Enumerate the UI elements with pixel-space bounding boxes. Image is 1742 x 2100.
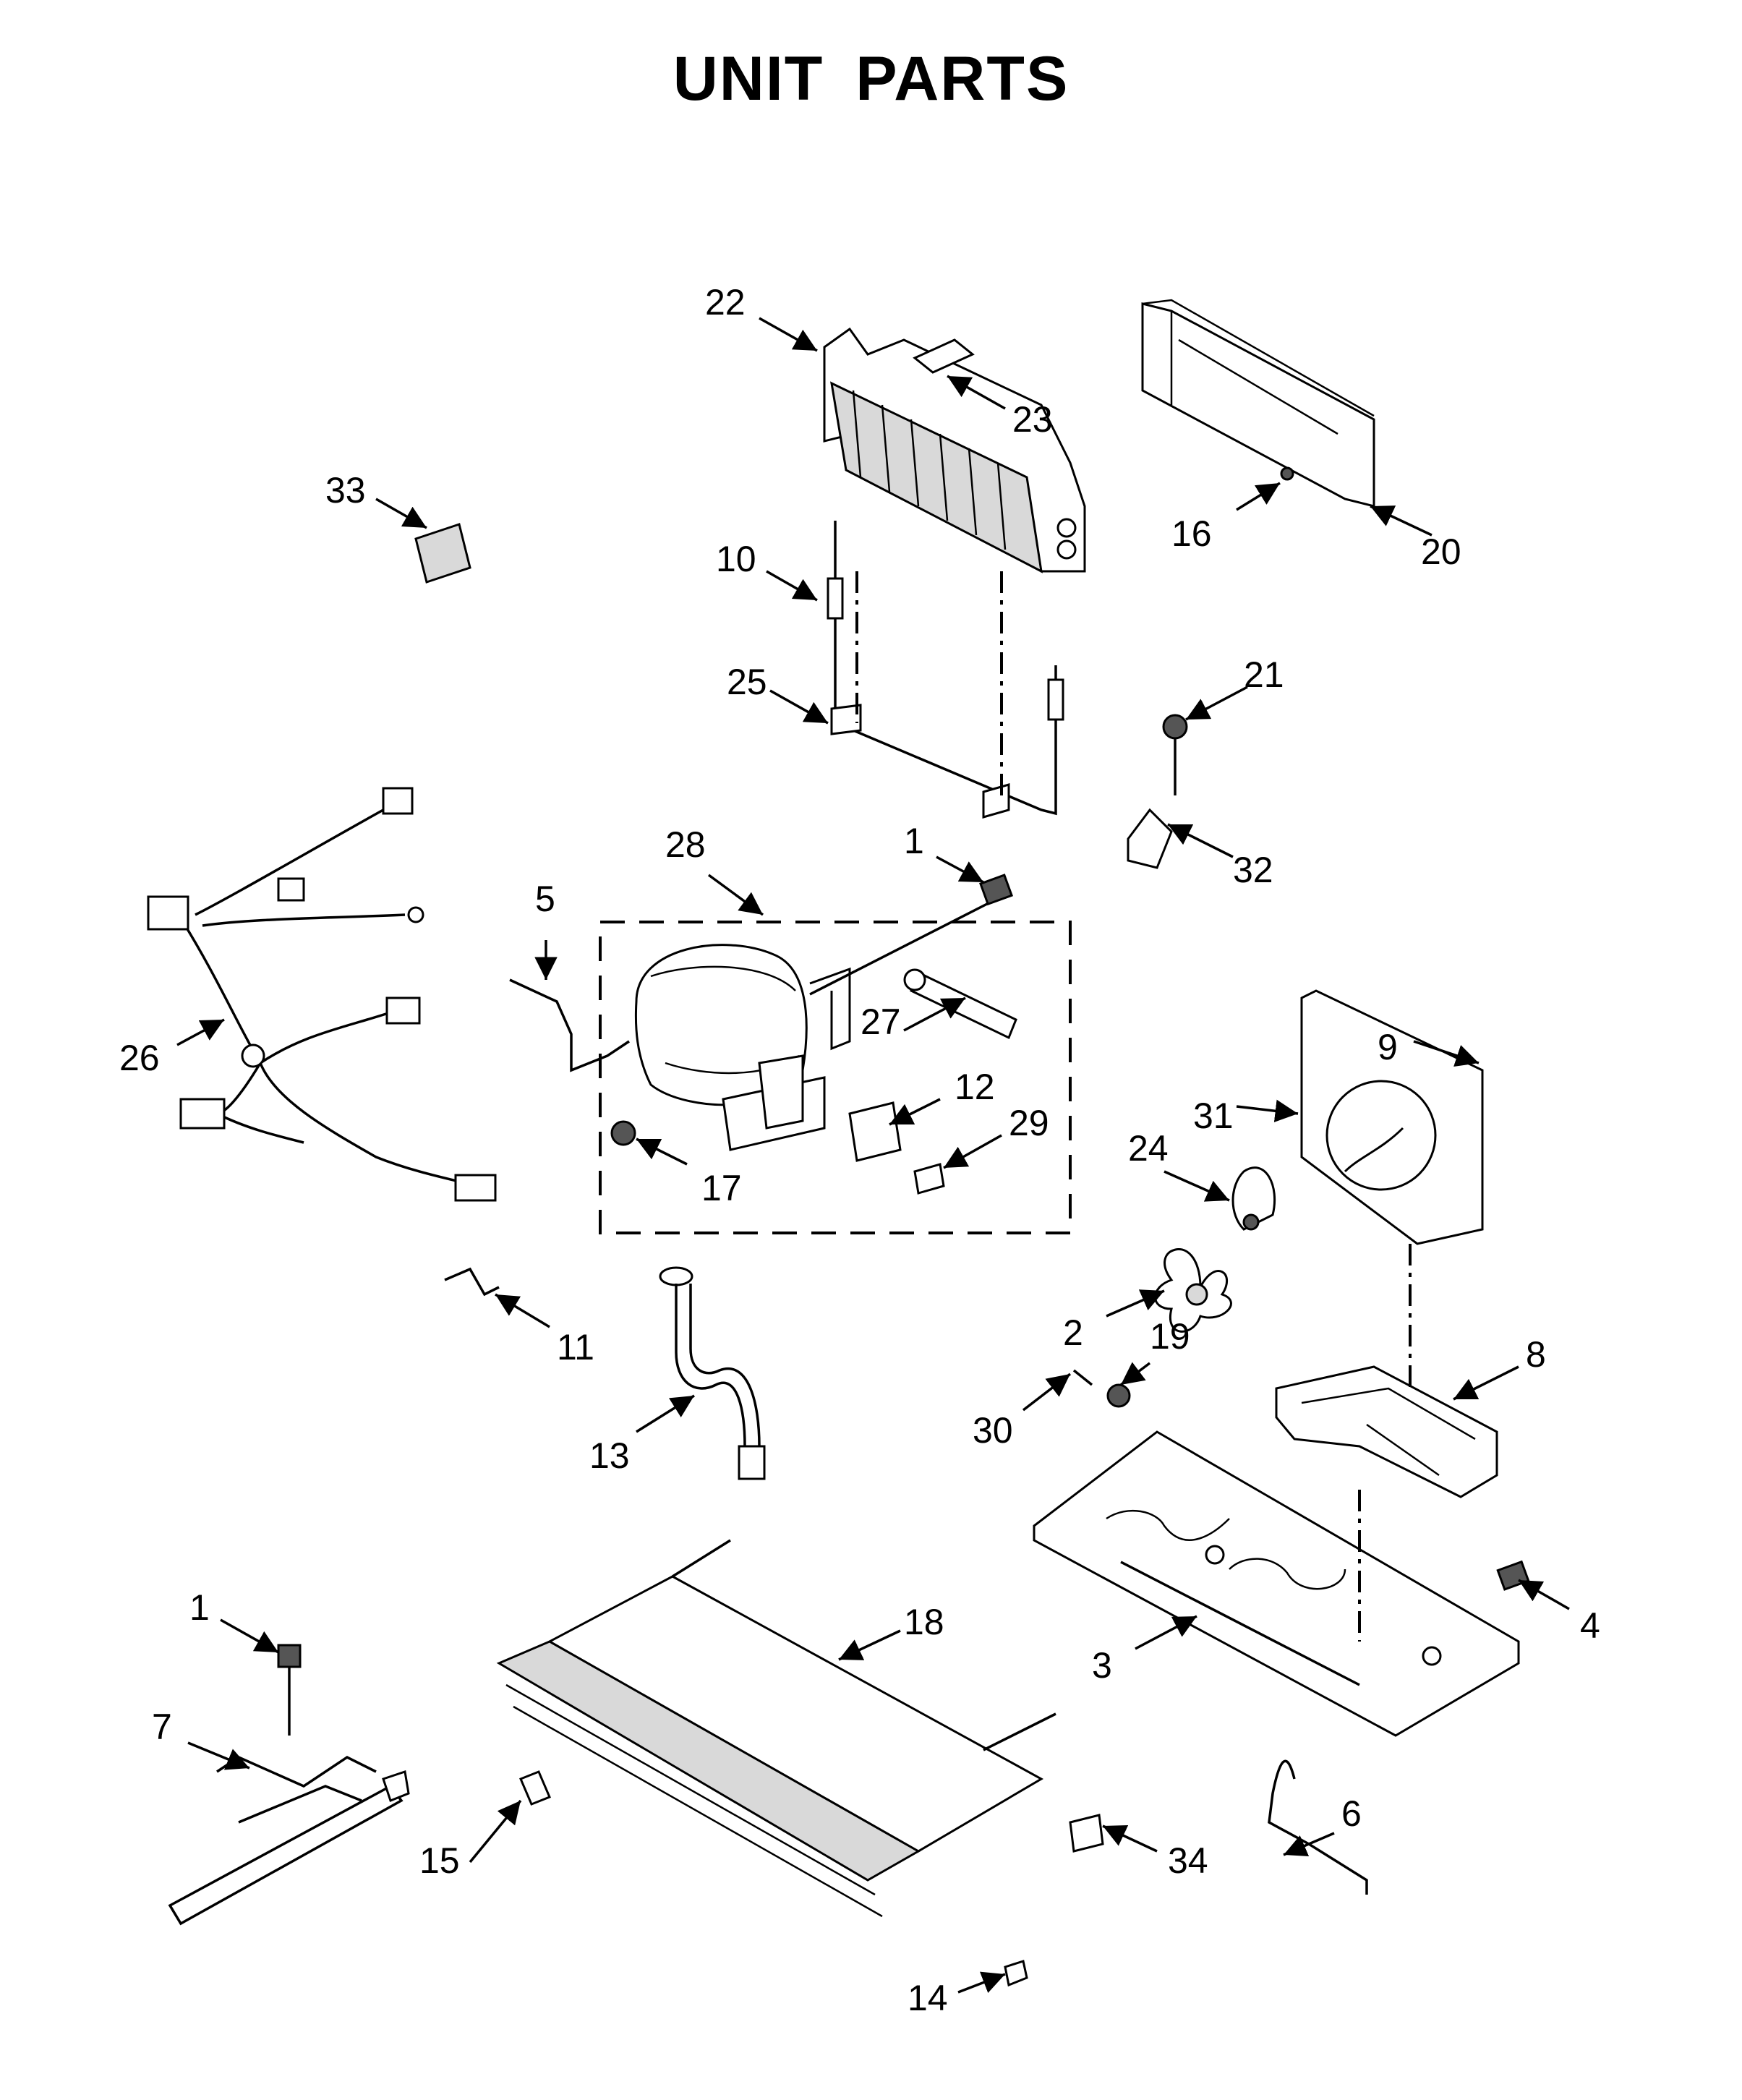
callout-18: 18	[904, 1602, 944, 1642]
callout-32: 32	[1233, 850, 1273, 890]
callout-8: 8	[1526, 1334, 1546, 1375]
part-condenser-duct	[1141, 299, 1375, 508]
callout-3: 3	[1092, 1645, 1112, 1686]
callout-13: 13	[589, 1435, 630, 1476]
part-drain-tube	[659, 1266, 766, 1480]
part-wire-retainer	[1268, 1759, 1368, 1895]
callout-22: 22	[705, 282, 746, 323]
part-wire-harness	[147, 787, 497, 1202]
callout-26: 26	[119, 1038, 160, 1078]
part-screw-top	[979, 874, 1014, 906]
callout-16: 16	[1171, 513, 1212, 554]
callout-11: 11	[557, 1327, 594, 1367]
callout-2: 2	[1063, 1312, 1083, 1353]
part-pin	[1072, 1369, 1093, 1386]
part-defrost-heater	[168, 1755, 410, 1926]
part-fan-blade	[1154, 1248, 1232, 1333]
callout-34: 34	[1168, 1840, 1208, 1881]
page-title: UNIT PARTS	[673, 44, 1069, 114]
part-strap	[509, 978, 630, 1072]
callout-15: 15	[419, 1840, 460, 1881]
callout-33: 33	[325, 470, 366, 511]
part-drain-trough	[1069, 1814, 1104, 1853]
leader-lines	[176, 317, 1570, 1994]
callout-17: 17	[701, 1168, 742, 1208]
part-grommet	[610, 1120, 636, 1146]
callout-1-top: 1	[904, 821, 924, 861]
callout-20: 20	[1421, 532, 1461, 572]
callout-24: 24	[1128, 1128, 1169, 1169]
callout-1-bottom: 1	[189, 1587, 210, 1628]
part-screw-bracket	[1127, 714, 1188, 869]
callout-7: 7	[152, 1707, 172, 1747]
part-evaporator	[496, 1539, 1056, 1918]
part-control-board	[414, 523, 471, 584]
callout-27: 27	[861, 1002, 901, 1042]
callout-10: 10	[716, 539, 756, 579]
part-fan-shroud	[1300, 989, 1484, 1245]
callout-5: 5	[535, 879, 555, 919]
part-base-pan	[1033, 1430, 1520, 1737]
callout-19: 19	[1150, 1316, 1190, 1357]
callout-29: 29	[1009, 1103, 1049, 1143]
part-compressor	[634, 902, 988, 1151]
callout-9: 9	[1378, 1027, 1398, 1067]
callout-31: 31	[1193, 1096, 1234, 1136]
part-overload	[913, 1163, 945, 1195]
part-condenser-coil	[823, 327, 1086, 573]
compressor-group-box	[599, 921, 1072, 1234]
part-screw-heater	[277, 1644, 302, 1736]
part-fan-bracket	[1275, 1365, 1498, 1498]
callout-30: 30	[973, 1410, 1013, 1451]
callout-labels: 22 23 33 10 25 16 20 21 32 28 1 5 26 27 …	[119, 282, 1600, 2018]
callout-6: 6	[1341, 1793, 1362, 1834]
part-grommet-fan	[1106, 1383, 1131, 1408]
part-clip	[444, 1267, 500, 1297]
callout-14: 14	[908, 1978, 948, 2018]
part-drain-plug	[1004, 1960, 1028, 1987]
part-start-relay	[848, 1101, 902, 1162]
callout-4: 4	[1580, 1605, 1600, 1646]
part-fan-motor	[1231, 1166, 1276, 1231]
part-screw-pan	[1496, 1560, 1530, 1591]
part-drier	[903, 968, 1017, 1040]
callout-12: 12	[955, 1067, 995, 1107]
part-evap-clip	[519, 1770, 551, 1806]
callout-23: 23	[1012, 399, 1053, 440]
callout-21: 21	[1244, 654, 1284, 695]
callout-28: 28	[665, 824, 706, 865]
callout-25: 25	[727, 662, 767, 702]
